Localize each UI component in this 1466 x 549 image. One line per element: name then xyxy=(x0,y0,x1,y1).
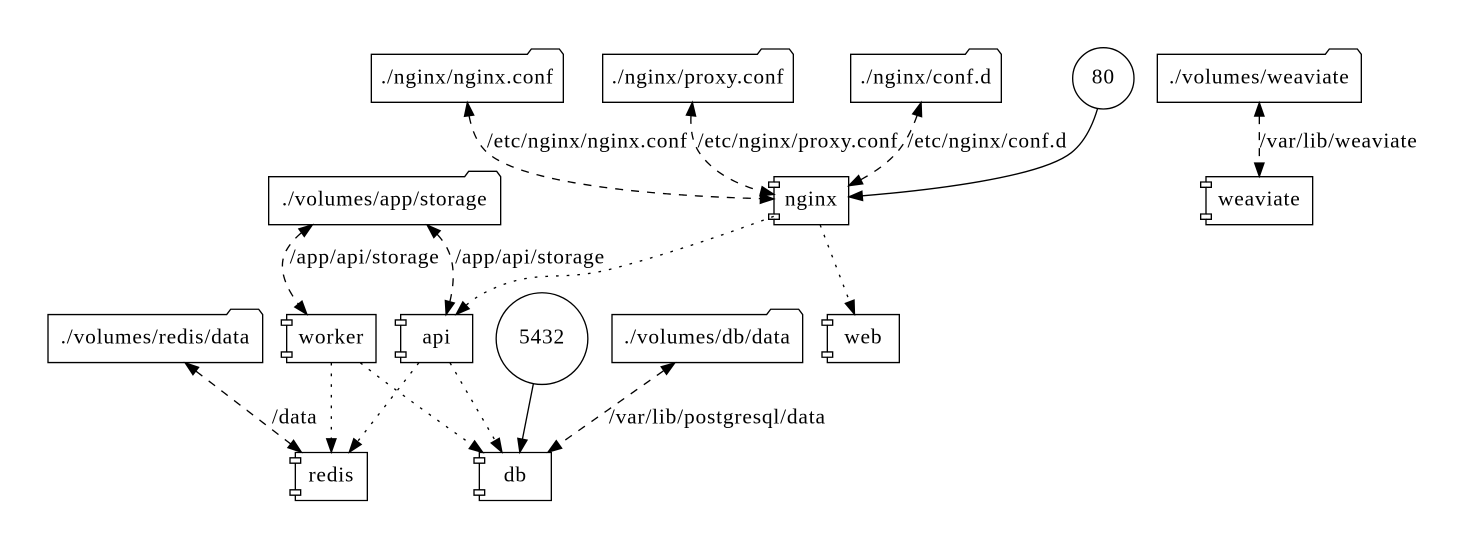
svg-text:./volumes/db/data: ./volumes/db/data xyxy=(624,325,791,349)
svg-text:/app/api/storage: /app/api/storage xyxy=(455,245,605,269)
svg-text:worker: worker xyxy=(299,325,365,349)
svg-text:api: api xyxy=(422,325,451,349)
svg-text:redis: redis xyxy=(308,462,354,486)
svg-text:./volumes/weaviate: ./volumes/weaviate xyxy=(1169,64,1350,88)
svg-text:nginx: nginx xyxy=(785,187,838,211)
svg-text:./volumes/redis/data: ./volumes/redis/data xyxy=(61,325,250,349)
svg-text:/etc/nginx/nginx.conf: /etc/nginx/nginx.conf xyxy=(487,129,688,153)
svg-text:./volumes/app/storage: ./volumes/app/storage xyxy=(282,187,488,211)
svg-text:/app/api/storage: /app/api/storage xyxy=(290,245,440,269)
svg-text:db: db xyxy=(504,462,527,486)
svg-text:/var/lib/weaviate: /var/lib/weaviate xyxy=(1260,129,1418,153)
svg-text:5432: 5432 xyxy=(519,325,565,349)
svg-text:./nginx/proxy.conf: ./nginx/proxy.conf xyxy=(612,64,785,88)
svg-text:weaviate: weaviate xyxy=(1218,187,1301,211)
svg-text:web: web xyxy=(844,325,882,349)
svg-text:/etc/nginx/conf.d: /etc/nginx/conf.d xyxy=(908,129,1068,153)
svg-text:/data: /data xyxy=(272,404,318,428)
svg-text:./nginx/conf.d: ./nginx/conf.d xyxy=(860,64,992,88)
svg-text:/var/lib/postgresql/data: /var/lib/postgresql/data xyxy=(609,404,826,428)
svg-text:./nginx/nginx.conf: ./nginx/nginx.conf xyxy=(381,64,554,88)
svg-text:/etc/nginx/proxy.conf: /etc/nginx/proxy.conf xyxy=(698,129,899,153)
svg-text:80: 80 xyxy=(1092,64,1115,88)
